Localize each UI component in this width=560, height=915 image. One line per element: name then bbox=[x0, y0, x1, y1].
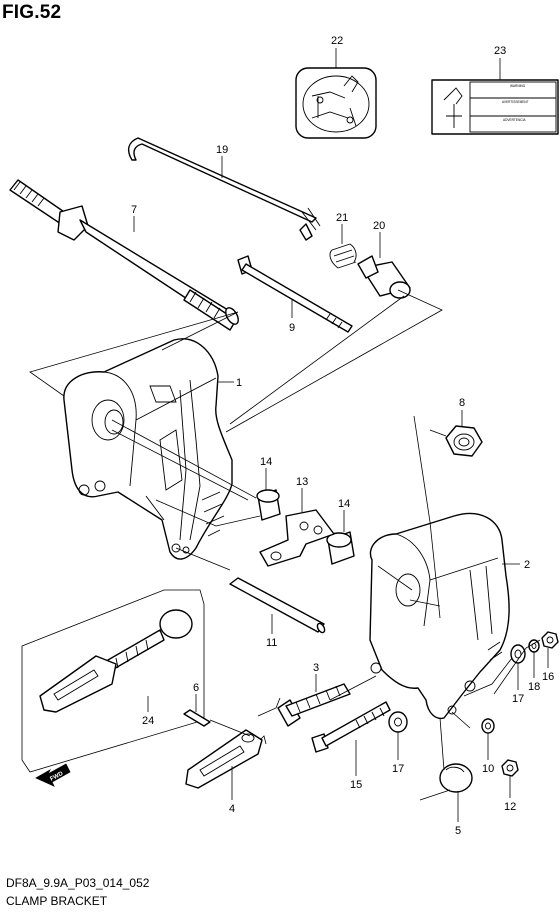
fwd-arrow-icon: FWD bbox=[35, 763, 71, 787]
part-5-pad bbox=[439, 763, 473, 793]
callout-1: 1 bbox=[236, 377, 242, 389]
warning-text-es: ADVERTENCIA bbox=[503, 118, 526, 122]
part-10-washer bbox=[481, 718, 495, 734]
callout-22: 22 bbox=[331, 35, 343, 47]
part-21-spring bbox=[329, 243, 357, 269]
callout-20: 20 bbox=[373, 220, 385, 232]
part-3-clamp-screw bbox=[277, 683, 351, 727]
part-17-washer-upper bbox=[510, 644, 526, 664]
part-22-tilt-label bbox=[295, 67, 377, 139]
warning-text-en: WARNING bbox=[510, 84, 526, 88]
part-7-clamp-shaft bbox=[9, 179, 239, 331]
callout-11: 11 bbox=[266, 637, 277, 649]
callout-3: 3 bbox=[313, 662, 319, 674]
callout-18: 18 bbox=[528, 681, 540, 693]
part-4-clamp-handle bbox=[185, 729, 263, 789]
part-19-tilt-rod bbox=[127, 137, 321, 241]
callout-5: 5 bbox=[455, 825, 461, 837]
callout-13: 13 bbox=[296, 476, 308, 488]
callout-8: 8 bbox=[459, 397, 465, 409]
warning-text-fr: AVERTISSEMENT bbox=[502, 100, 529, 104]
callout-6: 6 bbox=[193, 682, 199, 694]
callout-2: 2 bbox=[524, 559, 530, 571]
part-14-bushing-left bbox=[256, 489, 281, 521]
assembly-lines bbox=[29, 48, 549, 822]
part-6-pin bbox=[183, 709, 211, 727]
part-8-nut bbox=[445, 425, 483, 457]
callout-10: 10 bbox=[482, 763, 494, 775]
part-1-left-bracket bbox=[63, 338, 233, 560]
part-17-washer-lower bbox=[388, 711, 408, 733]
callout-19: 19 bbox=[216, 144, 228, 156]
figure-title: FIG.52 bbox=[2, 2, 62, 23]
diagram-caption: CLAMP BRACKET bbox=[6, 894, 108, 908]
callout-21: 21 bbox=[336, 212, 348, 224]
part-23-warning-label: WARNING AVERTISSEMENT ADVERTENCIA bbox=[431, 79, 559, 135]
part-24-clamp-screw-assy bbox=[21, 589, 205, 773]
callout-14-left: 14 bbox=[260, 456, 272, 468]
part-16-nut bbox=[541, 631, 559, 649]
callout-15: 15 bbox=[350, 779, 362, 791]
callout-12: 12 bbox=[504, 801, 516, 813]
callout-14-right: 14 bbox=[338, 498, 350, 510]
part-9-long-bolt bbox=[237, 255, 353, 333]
callout-17-upper: 17 bbox=[512, 693, 524, 705]
callout-4: 4 bbox=[229, 803, 235, 815]
part-14-bushing-right bbox=[326, 531, 355, 565]
callout-23: 23 bbox=[494, 45, 506, 57]
callout-16: 16 bbox=[542, 671, 554, 683]
callout-9: 9 bbox=[289, 322, 295, 334]
part-15-bolt bbox=[311, 701, 391, 753]
callout-7: 7 bbox=[131, 204, 137, 216]
callout-labels: 22 23 19 7 21 20 9 1 8 14 13 14 2 11 3 2… bbox=[131, 35, 554, 837]
part-12-nut bbox=[501, 759, 519, 777]
diagram-code: DF8A_9.9A_P03_014_052 bbox=[6, 876, 150, 890]
callout-17-lower: 17 bbox=[392, 763, 404, 775]
part-11-pin bbox=[229, 577, 326, 634]
part-13-lock-plate bbox=[259, 509, 335, 567]
part-20-tilt-knob bbox=[357, 255, 411, 299]
callout-24: 24 bbox=[142, 715, 154, 727]
